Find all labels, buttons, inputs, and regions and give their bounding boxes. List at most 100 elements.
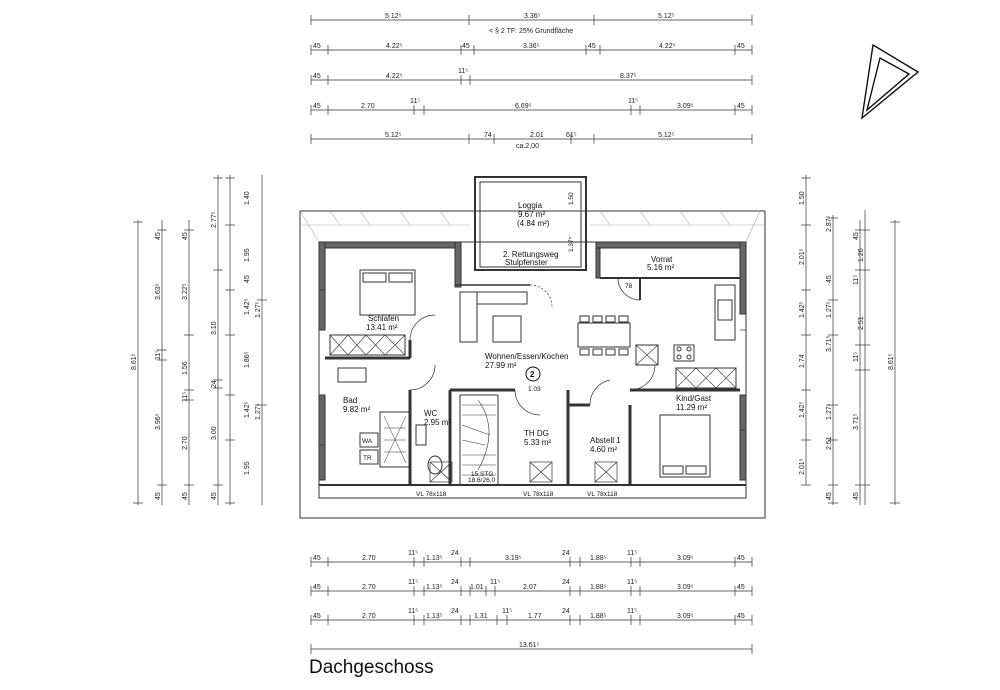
bad-area: 9.82 m² <box>343 405 370 414</box>
dim-b3-4: 1.13⁵ <box>426 613 443 620</box>
dim-t2-5: 45 <box>588 43 596 50</box>
dim-t1-note: < § 2 TF: 25% Grundfläche <box>489 28 573 35</box>
abstell-area: 4.60 m² <box>590 445 617 454</box>
dim-r3-1: 45 <box>853 232 860 240</box>
rettungsweg-line2: Stulpfenster <box>505 258 548 267</box>
dim-r2-5: 1.27⁵ <box>826 403 833 420</box>
dim-b2-3: 11⁵ <box>408 579 418 586</box>
dim-b1-11: 45 <box>737 555 745 562</box>
dim-t3-2: 4.22⁵ <box>386 73 403 80</box>
dim-b3-5: 24 <box>451 608 459 615</box>
loggia-name: Loggia <box>518 201 543 210</box>
rettungsweg-dim: 1.37⁵ <box>568 236 575 252</box>
dim-t3-4: 8.37⁵ <box>620 73 637 80</box>
bottom-dimensions <box>310 557 753 654</box>
dim-t4-3: 11⁵ <box>410 98 420 105</box>
dim-t2-1: 45 <box>313 43 321 50</box>
dim-l6-1: 1.27⁵ <box>255 301 262 318</box>
schlafen-area: 13.41 m² <box>366 323 398 332</box>
dim-b1-10: 3.09⁵ <box>677 555 694 562</box>
dim-b2-11: 11⁵ <box>627 579 637 586</box>
dim-b2-2: 2.70 <box>362 584 376 591</box>
dim-b3-10: 1.88⁵ <box>590 613 607 620</box>
dim-b2-13: 45 <box>737 584 745 591</box>
dim-b1-9: 11⁵ <box>627 550 637 557</box>
dim-r3-4: 11⁵ <box>853 352 860 362</box>
left-dimensions: 8.61⁵ 45 3.63⁵ 11⁵ 3.96⁵ 45 45 3.22⁵ 1.5… <box>131 175 267 505</box>
dim-r1-5: 1.42⁵ <box>799 401 806 418</box>
dim-r3-2: 11⁵ <box>853 275 860 285</box>
dim-b1-7: 24 <box>562 550 570 557</box>
dim-r2-7: 45 <box>826 492 833 500</box>
loggia-area: 9.67 m² <box>518 210 545 219</box>
walls <box>299 176 766 519</box>
dim-r1-3: 1.42⁵ <box>799 301 806 318</box>
wohnen-area: 27.99 m² <box>485 361 517 370</box>
dim-b2-7: 11⁵ <box>490 579 500 586</box>
dim-b2-5: 24 <box>451 579 459 586</box>
dim-r2-6: 2.51 <box>826 436 833 450</box>
window-3: VL 78x118 <box>587 491 618 498</box>
dim-t2-7: 45 <box>737 43 745 50</box>
dim-b1-1: 45 <box>313 555 321 562</box>
dim-b1-4: 1.13⁵ <box>426 555 443 562</box>
kind-area: 11.29 m² <box>676 403 707 412</box>
dim-r4-2: 2.51 <box>858 316 865 330</box>
dim-b2-1: 45 <box>313 584 321 591</box>
bottom-dim-labels: 45 2.70 11⁵ 1.13⁵ 24 3.19⁵ 24 1.88⁵ 11⁵ … <box>313 550 745 649</box>
window-2: VL 78x118 <box>523 491 554 498</box>
dim-r3-5: 45 <box>853 492 860 500</box>
schlafen-name: Schlafen <box>368 314 399 323</box>
dim-r1-4: 1.74 <box>799 354 806 368</box>
dim-b2-4: 1.13⁵ <box>426 584 443 591</box>
dim-l3-1: 45 <box>182 232 189 240</box>
dim-b2-6: 1.01 <box>470 584 484 591</box>
dim-b3-13: 45 <box>737 613 745 620</box>
dim-b3-7: 11⁵ <box>502 608 512 615</box>
dim-t5-1: 5.12⁵ <box>385 132 402 139</box>
dim-b3-6: 1.31 <box>474 613 488 620</box>
dim-l3-2: 3.22⁵ <box>182 283 189 300</box>
dim-t5-4: 61⁵ <box>566 132 577 139</box>
dim-t1-a: 5.12⁵ <box>385 13 402 20</box>
dim-t4-6: 3.09⁵ <box>677 103 694 110</box>
dim-t4-4: 6.69⁵ <box>515 103 532 110</box>
vorrat-area: 5.16 m² <box>647 263 674 272</box>
dim-l2-2: 3.63⁵ <box>155 283 162 300</box>
dim-t5-note: ca.2,00 <box>516 143 539 150</box>
top-dimensions: 5.12⁵ 3.36⁵ 5.12⁵ < § 2 TF: 25% Grundflä… <box>310 13 753 150</box>
vorrat-name: Vorrat <box>651 255 673 264</box>
dim-r3-3: 3.71⁵ <box>853 413 860 430</box>
th-dg-area: 5.33 m² <box>524 438 551 447</box>
unit-marker-value: 1.03 <box>528 386 541 393</box>
loggia-dim: 1.50 <box>568 192 575 205</box>
dim-l5-5: 1.86⁵ <box>244 351 251 368</box>
dim-t2-6: 4.22⁵ <box>659 43 676 50</box>
dim-b2-9: 24 <box>562 579 570 586</box>
dim-t5-2: 74 <box>484 132 492 139</box>
dim-b4-1: 13.61⁵ <box>519 642 540 649</box>
kind-name: Kind/Gast <box>676 394 712 403</box>
dim-l4-2: 3.10 <box>211 321 218 335</box>
dim-l3-5: 2.70 <box>182 436 189 450</box>
dim-b3-12: 3.09⁵ <box>677 613 694 620</box>
loggia-area2: (4.84 m²) <box>517 219 550 228</box>
dim-l3-6: 45 <box>182 492 189 500</box>
dim-l5-6: 1.42⁵ <box>244 401 251 418</box>
dim-t3-3: 11⁵ <box>458 68 468 75</box>
wc-name: WC <box>424 409 438 418</box>
dim-l3-4: 11⁵ <box>182 392 189 402</box>
dim-l2-3: 11⁵ <box>155 350 162 360</box>
right-dimensions: 1.50 2.01⁵ 1.42⁵ 1.74 1.42⁵ 2.01⁵ 2.87⁵ … <box>799 175 900 505</box>
dim-b3-9: 24 <box>562 608 570 615</box>
rettungsweg-line1: 2. Rettungsweg <box>503 250 559 259</box>
room-labels: Loggia 9.67 m² (4.84 m²) 2. Rettungsweg … <box>343 192 712 498</box>
dim-l2-5: 45 <box>155 492 162 500</box>
dim-b3-2: 2.70 <box>362 613 376 620</box>
dim-t5-3: 2.01 <box>530 132 544 139</box>
dim-t2-4: 3.36⁵ <box>523 43 540 50</box>
dim-l4-3: 24 <box>211 380 218 388</box>
unit-marker <box>525 366 541 382</box>
dim-l6-2: 1.27⁵ <box>255 403 262 420</box>
dim-l5-1: 1.40 <box>244 191 251 205</box>
